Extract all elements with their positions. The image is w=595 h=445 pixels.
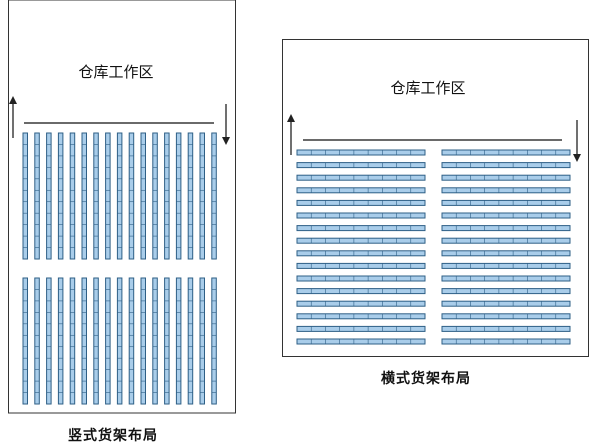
horizontal-shelf [296, 212, 426, 219]
vertical-shelf [175, 277, 182, 405]
vertical-racks [22, 132, 217, 405]
horizontal-shelf [441, 262, 571, 269]
vertical-shelf [34, 277, 40, 405]
horizontal-shelf [296, 313, 426, 320]
horizontal-shelf [441, 275, 571, 282]
vertical-shelf [128, 132, 135, 260]
vertical-shelf [57, 132, 64, 260]
vertical-shelf [116, 277, 123, 405]
vertical-shelf [140, 277, 146, 405]
vertical-shelf [211, 277, 217, 405]
horizontal-shelf [296, 250, 426, 257]
vertical-shelf [116, 132, 123, 260]
vertical-shelf [187, 132, 194, 260]
vertical-shelf [57, 277, 64, 405]
vertical-shelf [152, 132, 158, 260]
vertical-shelf [199, 277, 205, 405]
horizontal-shelf [441, 288, 571, 295]
vertical-shelf [105, 277, 111, 405]
vertical-shelf [81, 277, 87, 405]
vertical-shelf [140, 132, 146, 260]
horizontal-shelf [296, 338, 426, 345]
vertical-zone-label: 仓库工作区 [78, 63, 153, 81]
horizontal-shelf [296, 300, 426, 307]
horizontal-shelf [441, 338, 571, 345]
horizontal-layout-panel: 仓库工作区 [282, 39, 589, 357]
vertical-shelf [93, 132, 99, 260]
vertical-shelf [46, 132, 52, 260]
horizontal-shelf [296, 199, 426, 206]
vertical-warehouse-frame [8, 0, 236, 414]
vertical-shelf [128, 277, 135, 405]
horizontal-shelf [441, 199, 571, 206]
horizontal-shelf [296, 288, 426, 295]
horizontal-shelf [296, 325, 426, 332]
vertical-layout-caption: 竖式货架布局 [68, 428, 158, 444]
horizontal-shelf [441, 250, 571, 257]
vertical-shelf [211, 132, 217, 260]
horizontal-shelf [441, 187, 571, 194]
horizontal-shelf [441, 225, 571, 232]
vertical-shelf [69, 277, 76, 405]
horizontal-warehouse-frame [282, 39, 589, 357]
vertical-shelf [164, 277, 170, 405]
horizontal-shelf [441, 162, 571, 169]
horizontal-shelf [296, 187, 426, 194]
horizontal-layout-caption: 横式货架布局 [381, 371, 471, 387]
vertical-shelf [175, 132, 182, 260]
vertical-shelf [46, 277, 52, 405]
vertical-shelf [187, 277, 194, 405]
horizontal-shelf [441, 149, 571, 156]
vertical-shelf [69, 132, 76, 260]
vertical-shelf [22, 277, 28, 405]
horizontal-shelf [441, 300, 571, 307]
horizontal-shelf [441, 313, 571, 320]
horizontal-shelf [296, 237, 426, 244]
vertical-shelf [22, 132, 28, 260]
horizontal-shelf [296, 262, 426, 269]
vertical-shelf [105, 132, 111, 260]
horizontal-shelf [441, 212, 571, 219]
horizontal-shelf [296, 225, 426, 232]
horizontal-shelf [441, 237, 571, 244]
vertical-shelf [199, 132, 205, 260]
vertical-shelf [152, 277, 158, 405]
horizontal-shelf [296, 149, 426, 156]
vertical-shelf [164, 132, 170, 260]
vertical-shelf [81, 132, 87, 260]
vertical-shelf [34, 132, 40, 260]
horizontal-zone-label: 仓库工作区 [390, 79, 465, 97]
vertical-layout-panel: 仓库工作区 [8, 0, 236, 414]
horizontal-shelf [296, 162, 426, 169]
horizontal-shelf [441, 325, 571, 332]
horizontal-shelf [296, 174, 426, 181]
horizontal-shelf [296, 275, 426, 282]
vertical-shelf [93, 277, 99, 405]
horizontal-shelf [441, 174, 571, 181]
horizontal-racks [296, 149, 571, 345]
